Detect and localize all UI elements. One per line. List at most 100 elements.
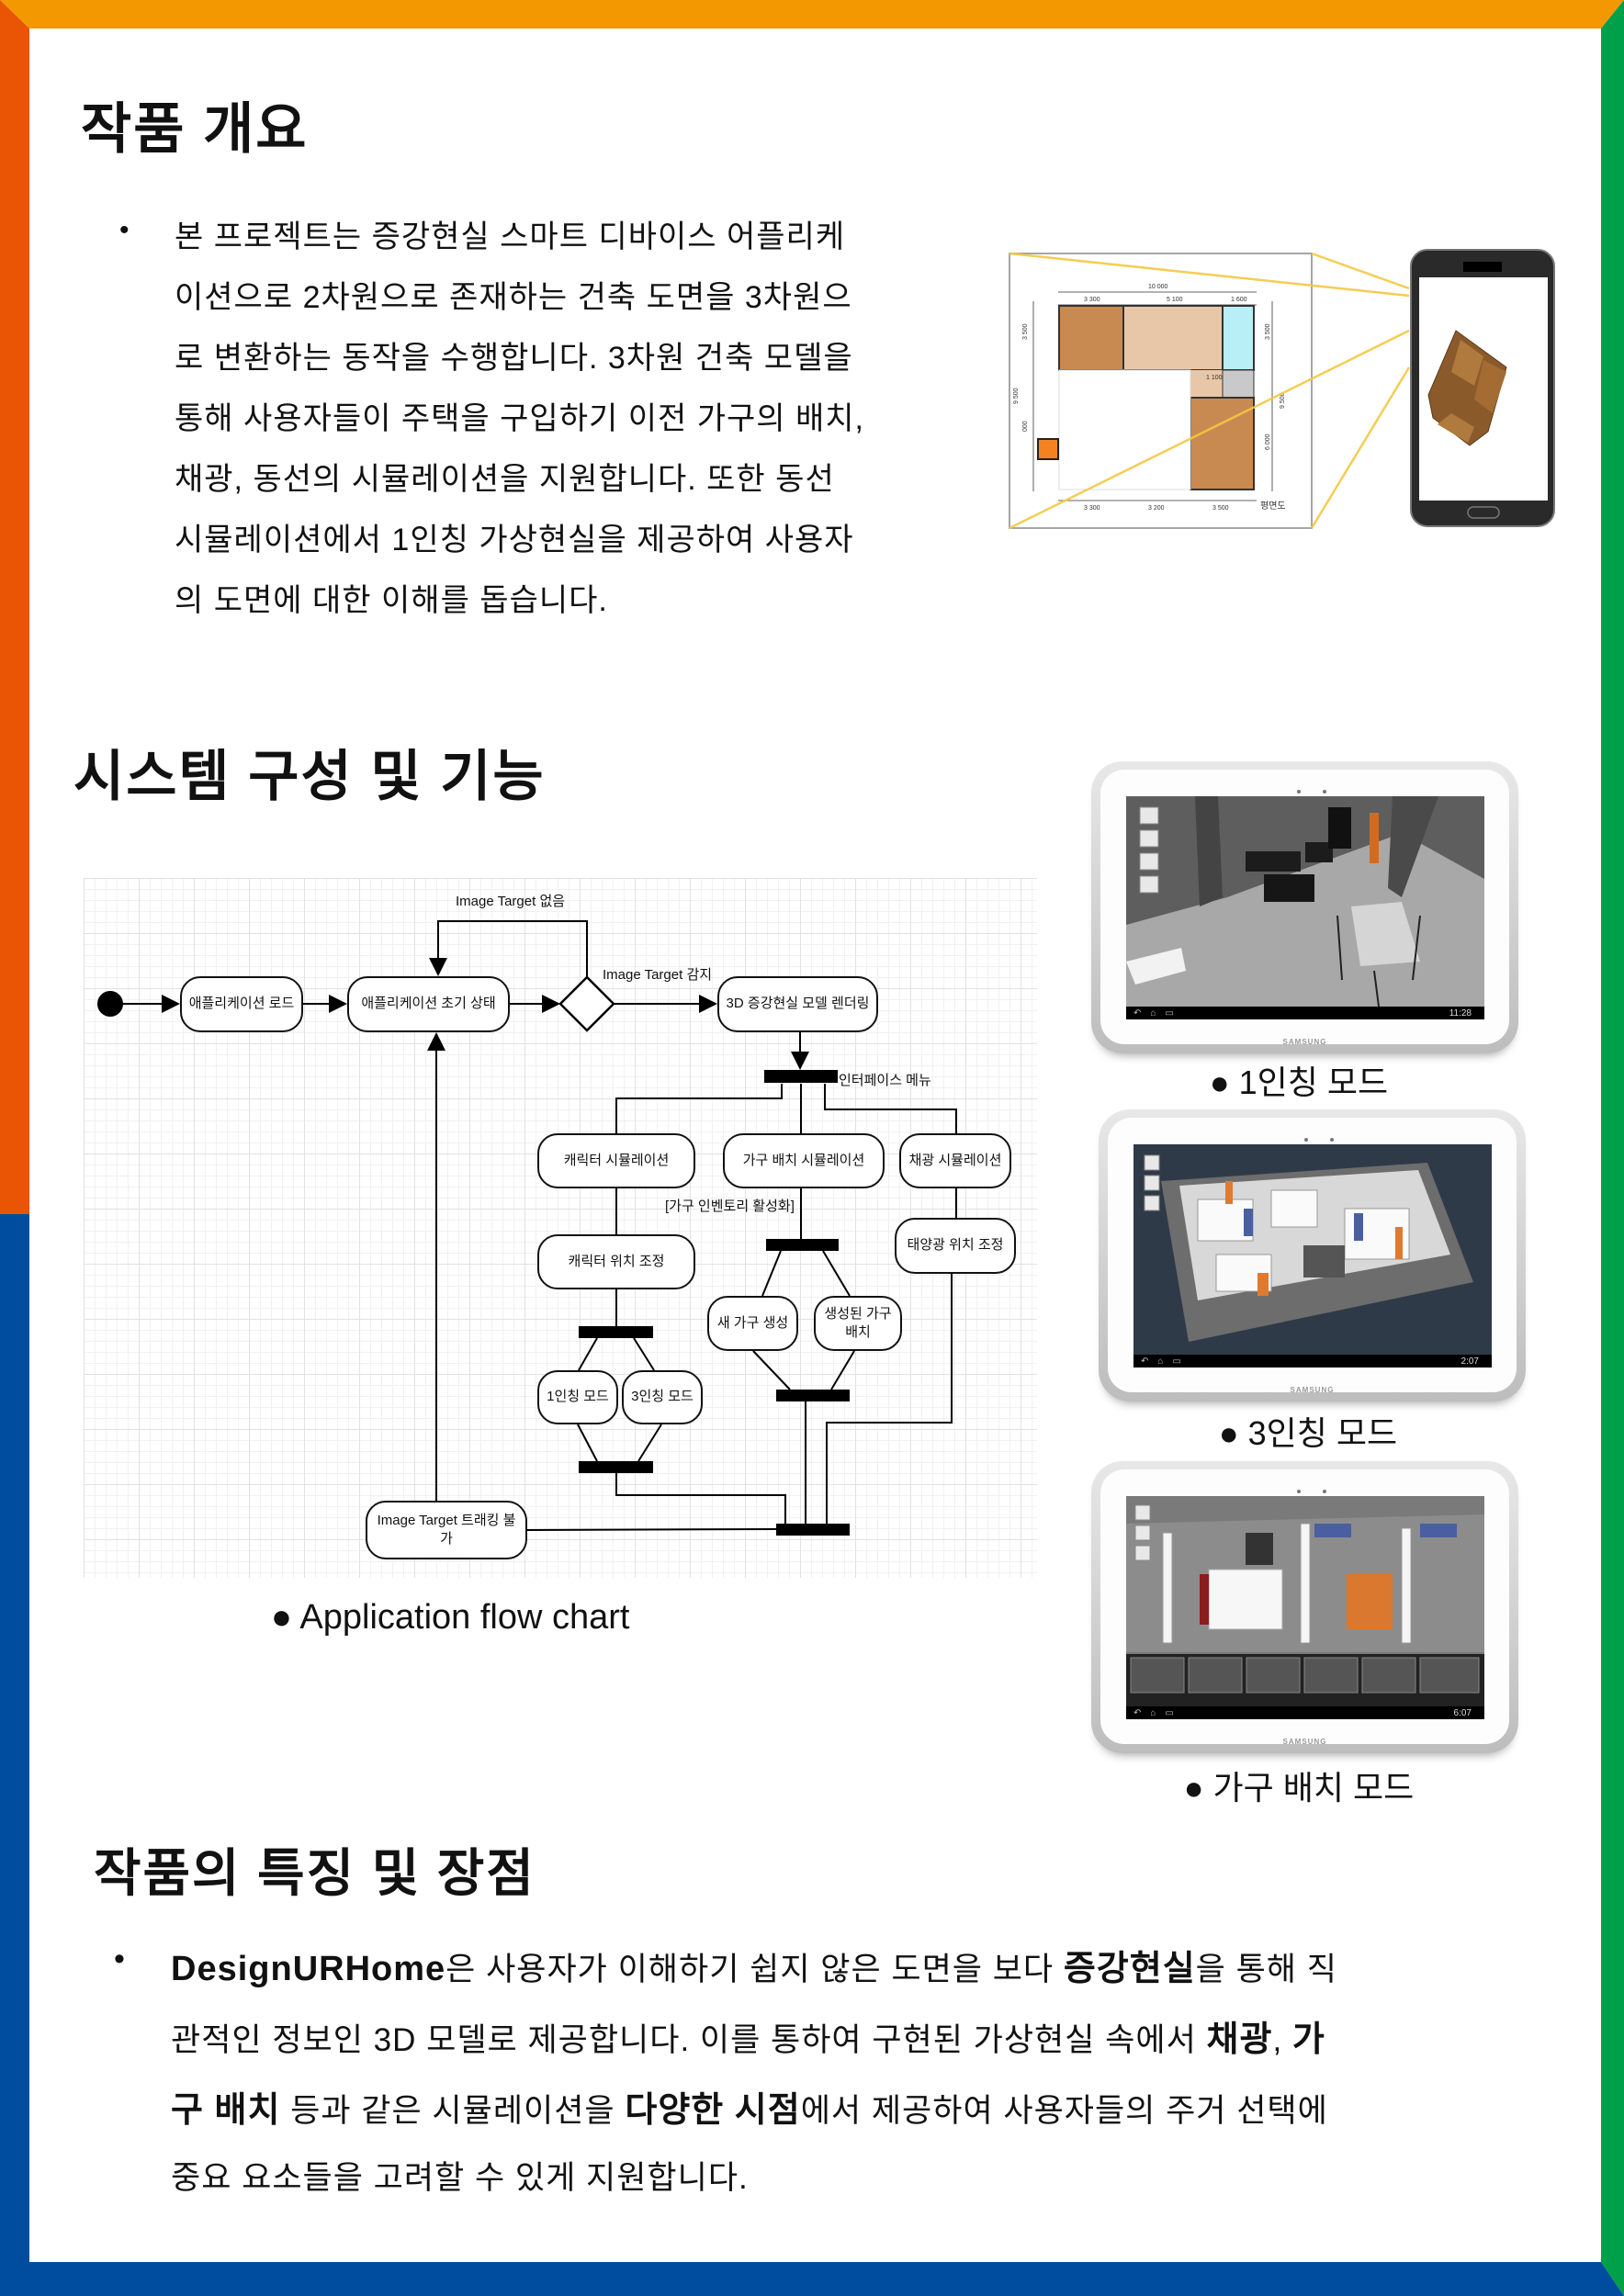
flow-node-furn-sim: 가구 배치 시뮬레이션 (723, 1133, 885, 1188)
features-line: DesignURHome은 사용자가 이해하기 쉽지 않은 도면을 보다 증강현… (171, 1940, 1337, 1990)
status-time: 6:07 (1453, 1707, 1472, 1718)
camera-icon (1297, 790, 1301, 793)
tablet-brand: SAMSUNG (1282, 1738, 1327, 1746)
fork-bar-menu (764, 1070, 838, 1083)
status-bar: ↶⌂▭ 11:28 (1126, 1007, 1484, 1019)
marker (1037, 438, 1059, 460)
camera-icon (1304, 1138, 1308, 1142)
bottom-border (0, 2262, 1624, 2296)
flow-node-char-sim: 캐릭터 시뮬레이션 (537, 1133, 695, 1188)
dim-top-total: 10 000 (1148, 284, 1168, 290)
sensor-icon (1323, 790, 1326, 793)
dim-right: 9 500 (1280, 392, 1286, 409)
tablet-brand: SAMSUNG (1290, 1386, 1335, 1394)
bold-text: 가 (1291, 2020, 1325, 2059)
flow-node-app-init: 애플리케이션 초기 상태 (347, 976, 510, 1032)
flow-node-place-furn: 생성된 가구 배치 (814, 1296, 902, 1351)
flow-label-menu: 인터페이스 메뉴 (839, 1073, 931, 1088)
room-storage (1222, 369, 1255, 399)
features-bullet: • (114, 1941, 125, 1976)
left-border-lower (0, 1214, 29, 2296)
flowchart-caption: ● Application flow chart (271, 1598, 630, 1637)
overview-line: 시뮬레이션에서 1인칭 가상현실을 제공하여 사용자 (175, 523, 854, 557)
dim-bottom: 3 300 (1084, 505, 1100, 512)
tablet-brand: SAMSUNG (1282, 1038, 1327, 1046)
tablet-first-person: ↶⌂▭ 11:28 SAMSUNG (1091, 761, 1518, 1053)
projection-lines (1009, 252, 1411, 530)
dim-right: 6 000 (1265, 433, 1271, 450)
top-border (0, 0, 1624, 28)
nav-icons: ↶⌂▭ (1133, 1708, 1183, 1718)
text: 중요 요소들을 고려할 수 있게 지원합니다. (171, 2160, 749, 2196)
overview-bullet: • (119, 215, 130, 245)
left-border-upper (0, 0, 29, 1214)
join-bar-char (579, 1461, 653, 1473)
features-line: 중요 요소들을 고려할 수 있게 지원합니다. (171, 2152, 749, 2199)
floorplan-label: 평면도 (1260, 501, 1286, 512)
flow-node-ar-render: 3D 증강현실 모델 렌더링 (717, 976, 878, 1032)
start-node (97, 991, 123, 1017)
phone-3d-model (1427, 330, 1507, 446)
nav-icons: ↶⌂▭ (1133, 1008, 1183, 1019)
flowchart-connectors (97, 920, 957, 1531)
fork-bar-char (579, 1326, 653, 1338)
flow-node-char-pos: 캐릭터 위치 조정 (537, 1234, 695, 1289)
room-hall (1190, 370, 1223, 398)
tablet-screen: ↶⌂▭ 11:28 (1126, 796, 1484, 1019)
system-title: 시스템 구성 및 기능 (73, 746, 546, 807)
dim-top: 3 300 (1084, 297, 1100, 303)
flow-node-third-person: 3인칭 모드 (622, 1370, 703, 1424)
overview-title: 작품 개요 (81, 98, 309, 160)
tablet-third-person: ↶⌂▭ 2:07 SAMSUNG (1099, 1109, 1526, 1401)
dim-bottom: 3 200 (1148, 505, 1165, 512)
text: 을 통해 직 (1195, 1952, 1337, 1987)
features-line: 관적인 정보인 3D 모델로 제공합니다. 이를 통하여 구현된 가상현실 속에… (171, 2010, 1325, 2061)
dim-top: 1 600 (1231, 297, 1247, 303)
text: 은 사용자가 이해하기 쉽지 않은 도면을 보다 (445, 1952, 1064, 1987)
overview-line: 통해 사용자들이 주택을 구입하기 이전 가구의 배치, (175, 401, 865, 436)
tablet-caption-furniture: ● 가구 배치 모드 (1183, 1769, 1415, 1806)
join-bar-final (776, 1524, 850, 1536)
features-title: 작품의 특징 및 장점 (94, 1844, 536, 1902)
status-bar: ↶⌂▭ 2:07 (1133, 1355, 1492, 1367)
phone-speaker (1463, 262, 1502, 272)
overview-line: 로 변환하는 동작을 수행합니다. 3차원 건축 모델을 (175, 341, 853, 376)
terrace (1058, 369, 1191, 490)
text: 등과 같은 시뮬레이션을 (280, 2093, 626, 2129)
overview-line: 이션으로 2차원으로 존재하는 건축 도면을 3차원으 (175, 280, 852, 315)
status-bar: ↶⌂▭ 6:07 (1126, 1706, 1484, 1719)
tablet-caption-third-person: ● 3인칭 모드 (1218, 1414, 1398, 1452)
flow-node-app-load: 애플리케이션 로드 (180, 976, 303, 1032)
status-time: 11:28 (1449, 1007, 1472, 1019)
flow-node-light-sim: 채광 시뮬레이션 (899, 1133, 1011, 1188)
dim-mid: 1 100 (1206, 375, 1223, 381)
join-bar-furn (776, 1390, 850, 1401)
flow-label-no-target: Image Target 없음 (456, 894, 566, 909)
sensor-icon (1323, 1490, 1326, 1493)
camera-icon (1297, 1490, 1301, 1493)
phone-home-button (1467, 506, 1500, 519)
dim-left: 3 500 (1022, 323, 1029, 340)
floorplan-illustration: 10 000 3 300 5 100 1 600 3 300 3 200 3 5… (1009, 249, 1555, 530)
dim-top: 5 100 (1167, 297, 1183, 303)
dim-left: 9 500 (1013, 388, 1020, 404)
tablet-caption-first-person: ● 1인칭 모드 (1209, 1064, 1389, 1101)
status-time: 2:07 (1460, 1356, 1479, 1367)
flow-label-inventory: [가구 인벤토리 활성화] (665, 1199, 795, 1214)
flow-node-tracking-lost: Image Target 트래킹 불가 (366, 1501, 527, 1559)
bold-text: 채광 (1206, 2020, 1273, 2059)
bold-text: DesignURHome (171, 1950, 446, 1988)
bold-text: 다양한 시점 (625, 2091, 801, 2130)
text: 에서 제공하여 사용자들의 주거 선택에 (800, 2093, 1328, 2129)
tablet-screen: ↶⌂▭ 6:07 (1126, 1496, 1484, 1719)
text: , (1272, 2022, 1292, 2058)
features-line: 구 배치 등과 같은 시뮬레이션을 다양한 시점에서 제공하여 사용자들의 주거… (171, 2081, 1328, 2132)
dim-bottom: 3 500 (1212, 505, 1229, 512)
bold-text: 증강현실 (1063, 1950, 1196, 1988)
fork-bar-furn (766, 1239, 839, 1251)
tablet-furniture-placement: ↶⌂▭ 6:07 SAMSUNG (1091, 1461, 1518, 1753)
overview-line: 의 도면에 대한 이해를 돕습니다. (175, 583, 608, 618)
nav-icons: ↶⌂▭ (1141, 1356, 1190, 1367)
overview-line: 채광, 동선의 시뮬레이션을 지원합니다. 또한 동선 (175, 462, 835, 497)
dim-right: 3 500 (1265, 323, 1271, 340)
